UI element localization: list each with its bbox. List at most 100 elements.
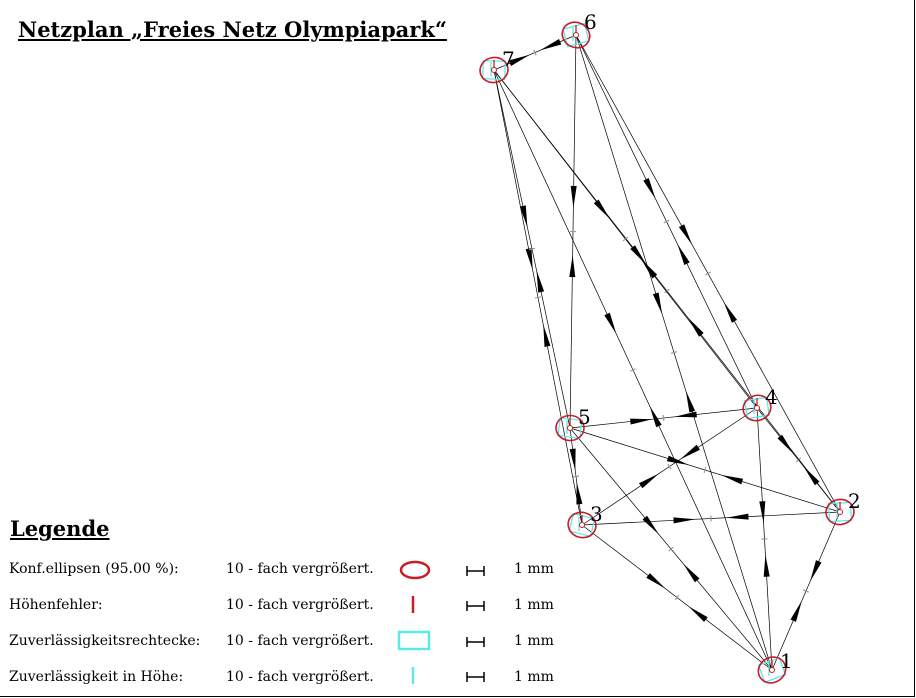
observation-arrow <box>639 473 659 489</box>
observation-line <box>581 407 758 526</box>
observation-line <box>569 427 773 671</box>
network-point: 3 <box>567 502 603 539</box>
point-label: 3 <box>590 502 603 526</box>
observation-arrow <box>570 185 577 208</box>
network-points: 1 2 3 4 5 6 7 <box>479 10 861 684</box>
observation-arrow <box>604 312 617 334</box>
scale-bar-icon <box>466 601 485 611</box>
ellipse-icon <box>399 560 431 580</box>
network-point: 7 <box>479 47 515 84</box>
observation-line <box>581 524 773 671</box>
observation-arrow <box>576 482 583 505</box>
observation-line <box>493 69 758 409</box>
scale-bar-icon <box>466 566 485 576</box>
observation-line <box>569 427 583 526</box>
legend-label: Konf.ellipsen (95.00 %): <box>9 561 179 577</box>
observation-line <box>581 511 841 526</box>
observation-arrow <box>680 444 700 460</box>
confidence-ellipse <box>561 21 591 49</box>
confidence-ellipse <box>825 498 855 526</box>
network-point: 4 <box>742 385 778 422</box>
observation-arrow <box>726 513 749 520</box>
observation-arrow <box>723 302 738 323</box>
confidence-ellipse <box>742 394 772 422</box>
point-centre <box>567 425 573 431</box>
observation-arrow <box>543 324 551 347</box>
observation-arrow <box>508 54 531 66</box>
legend-unit: 1 mm <box>514 669 554 685</box>
network-point: 2 <box>825 489 861 526</box>
confidence-ellipse <box>555 414 585 442</box>
observation-arrow <box>678 224 693 245</box>
legend-factor: 10 - fach vergrößert. <box>226 633 374 649</box>
legend-label: Höhenfehler: <box>9 597 103 613</box>
legend-title: Legende <box>10 516 110 541</box>
point-label: 4 <box>765 385 778 409</box>
observation-arrow <box>593 199 610 219</box>
observation-arrow <box>688 606 708 622</box>
observation-line <box>493 69 773 671</box>
confidence-ellipse <box>479 56 509 84</box>
point-centre <box>491 67 497 73</box>
observation-arrow <box>539 39 562 51</box>
observation-arrow <box>721 475 744 485</box>
point-centre <box>769 667 775 673</box>
observation-arrow <box>685 390 696 413</box>
observation-arrow <box>673 517 696 524</box>
legend-factor: 10 - fach vergrößert. <box>226 597 374 613</box>
observation-lines <box>493 34 841 671</box>
observation-arrow <box>643 178 656 200</box>
legend-unit: 1 mm <box>514 561 554 577</box>
observation-line <box>569 407 758 429</box>
observation-arrow <box>641 259 658 279</box>
reliability-rectangle <box>568 512 596 538</box>
observation-line <box>493 69 583 526</box>
reliability-rectangle <box>757 656 787 684</box>
point-label: 1 <box>780 649 793 673</box>
observation-arrow <box>646 573 666 589</box>
observation-arrow <box>642 515 659 535</box>
observation-line <box>575 34 773 671</box>
point-centre <box>579 522 585 528</box>
observation-arrow <box>569 448 576 471</box>
observation-line <box>771 511 841 671</box>
point-centre <box>573 32 579 38</box>
observation-arrow <box>777 434 794 454</box>
observation-line <box>756 407 773 671</box>
observation-arrow <box>652 292 663 315</box>
reliability-rectangle <box>743 396 771 420</box>
legend-unit: 1 mm <box>514 633 554 649</box>
point-centre <box>754 405 760 411</box>
point-label: 7 <box>502 47 515 71</box>
observation-line <box>493 69 571 429</box>
network-point: 5 <box>555 405 591 442</box>
observation-arrow <box>666 455 689 465</box>
observation-arrow <box>525 248 533 271</box>
confidence-ellipse <box>757 656 787 684</box>
point-label: 5 <box>578 405 591 429</box>
scale-bar-icon <box>466 637 485 647</box>
observation-arrow <box>649 406 662 428</box>
point-label: 6 <box>584 10 597 34</box>
observation-arrow <box>790 600 802 622</box>
observation-arrow <box>569 255 576 278</box>
reliability-rectangle <box>562 22 590 48</box>
legend-unit: 1 mm <box>514 597 554 613</box>
observation-arrow <box>687 317 704 337</box>
observation-line <box>575 34 841 513</box>
observation-arrow <box>683 563 700 583</box>
reliability-rectangle-icon <box>397 630 431 651</box>
observation-arrow <box>677 243 690 265</box>
observation-arrow <box>810 560 822 582</box>
legend-symbols <box>397 560 485 684</box>
scale-bar-icon <box>466 672 485 682</box>
observation-arrow <box>763 554 770 577</box>
legend-factor: 10 - fach vergrößert. <box>226 669 374 685</box>
observation-line <box>569 427 841 513</box>
legend-label: Zuverlässigkeit in Höhe: <box>9 669 184 685</box>
observation-arrow <box>630 418 653 425</box>
legend-factor: 10 - fach vergrößert. <box>226 561 374 577</box>
observation-arrow <box>519 205 528 228</box>
